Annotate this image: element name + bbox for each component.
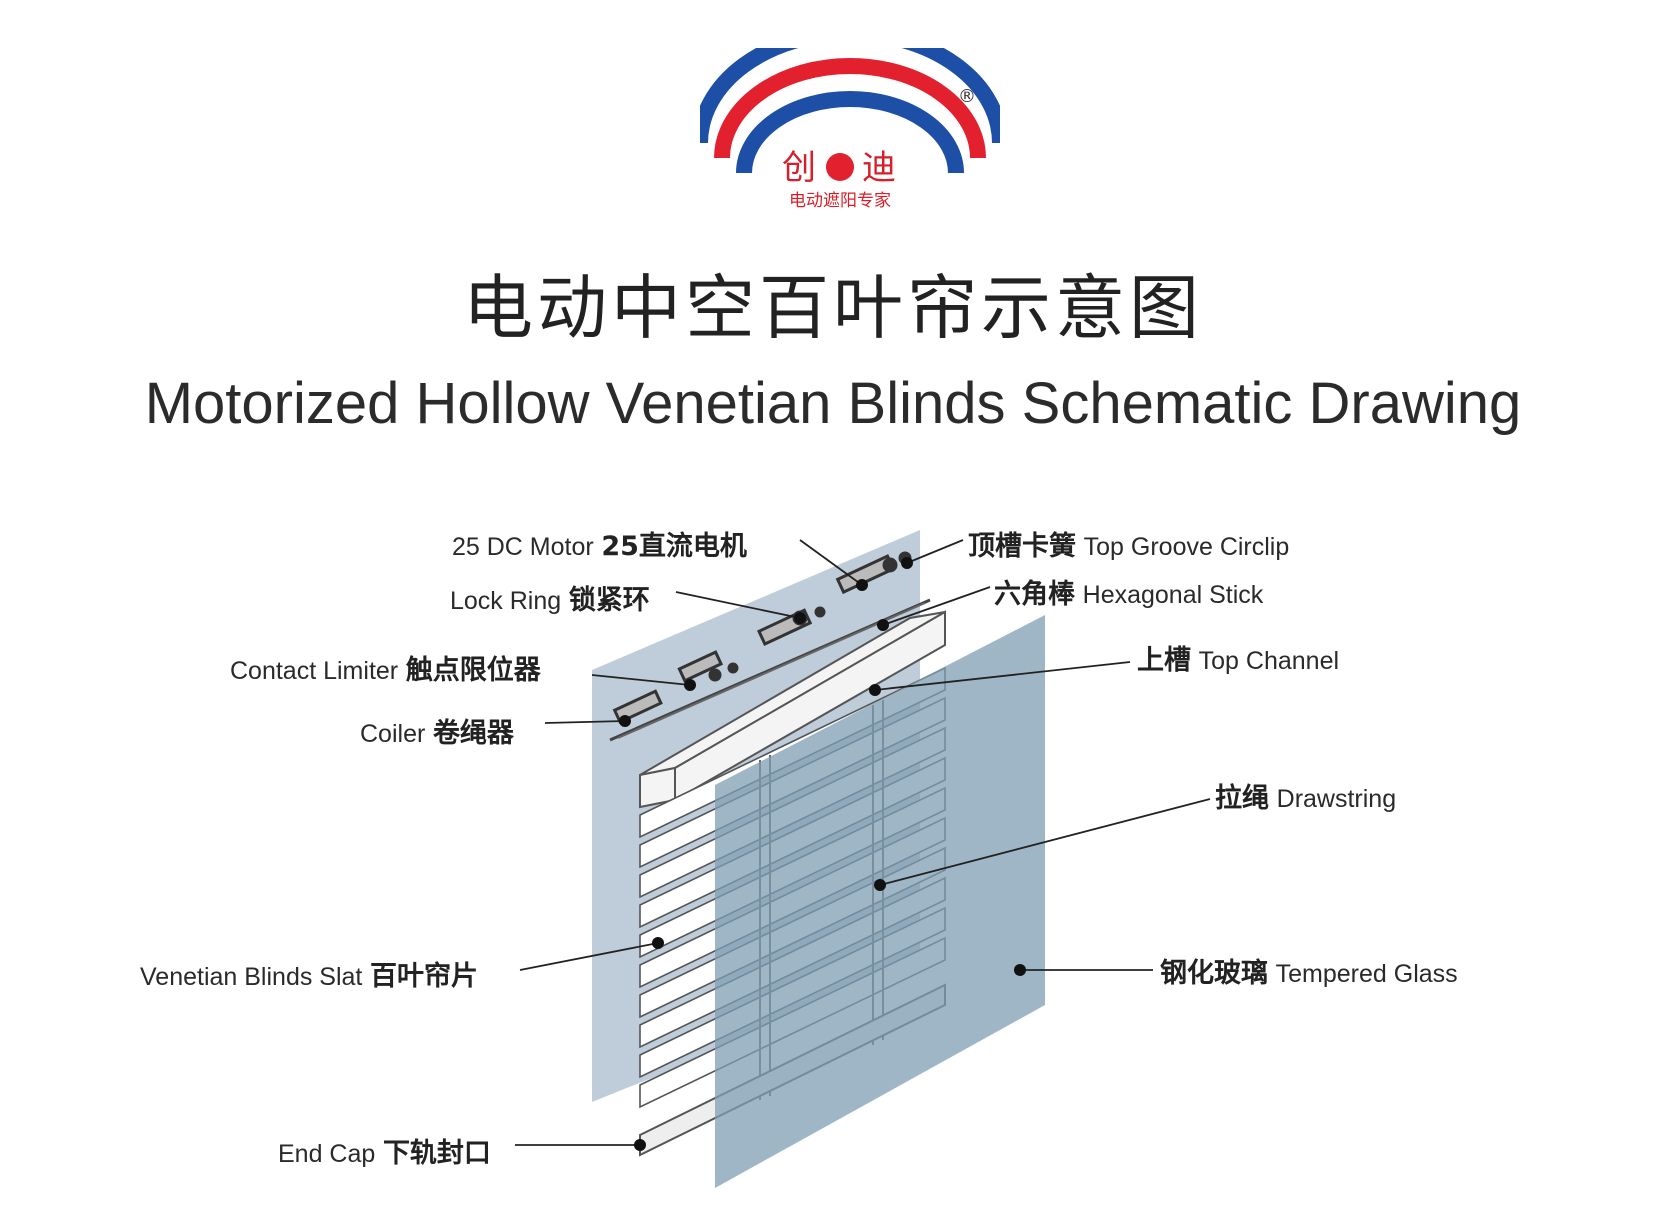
label-lock-ring: Lock Ring 锁紧环 [450,578,650,617]
label-slat: Venetian Blinds Slat 百叶帘片 [140,954,478,993]
label-contact-limiter: Contact Limiter 触点限位器 [230,648,541,687]
registered-mark: ® [958,86,976,107]
brand-tagline: 电动遮阳专家 [789,191,891,211]
label-drawstring: 拉绳 Drawstring [1215,776,1396,815]
label-end-cap-en: End Cap [278,1140,376,1168]
label-top-channel: 上槽 Top Channel [1137,638,1339,677]
label-drawstring-en: Drawstring [1276,785,1397,813]
label-hex-stick-en: Hexagonal Stick [1082,581,1264,609]
brand-logo-arcs [700,48,1000,174]
front-glass-pane [715,615,1045,1188]
label-coiler-cn: 卷绳器 [432,718,514,749]
page-title-chinese: 电动中空百叶帘示意图 [463,267,1203,349]
label-circlip: 顶槽卡簧 Top Groove Circlip [968,524,1289,563]
label-glass-en: Tempered Glass [1275,960,1458,988]
label-coiler-en: Coiler [360,720,426,748]
label-coiler: Coiler 卷绳器 [360,711,514,750]
label-end-cap: End Cap 下轨封口 [278,1131,491,1170]
top-channel [639,610,946,809]
label-motor: 25 DC Motor 25直流电机 [452,524,747,563]
label-contact-limiter-cn: 触点限位器 [405,655,541,686]
label-top-channel-cn: 上槽 [1137,645,1191,676]
label-circlip-en: Top Groove Circlip [1083,533,1290,561]
label-glass: 钢化玻璃 Tempered Glass [1160,951,1458,990]
brand-char-left: 创 [782,148,818,188]
label-motor-cn: 25直流电机 [601,531,747,562]
label-hex-stick: 六角棒 Hexagonal Stick [994,572,1263,611]
brand-name: 创迪 [760,140,920,189]
label-motor-en: 25 DC Motor [452,533,594,561]
leader-dots [619,557,1026,1151]
label-lock-ring-cn: 锁紧环 [568,585,650,616]
label-end-cap-cn: 下轨封口 [382,1138,491,1169]
label-drawstring-cn: 拉绳 [1215,783,1269,814]
motor-assembly [609,551,931,742]
label-hex-stick-cn: 六角棒 [994,579,1075,610]
leader-lines [515,539,1211,1146]
brand-char-right: 迪 [862,148,898,188]
label-contact-limiter-en: Contact Limiter [230,657,399,685]
label-circlip-cn: 顶槽卡簧 [968,531,1076,562]
label-glass-cn: 钢化玻璃 [1160,958,1268,989]
page-title-english: Motorized Hollow Venetian Blinds Schemat… [144,371,1522,436]
label-slat-en: Venetian Blinds Slat [140,963,363,991]
label-slat-cn: 百叶帘片 [370,961,479,992]
brand-dot-icon [826,153,854,181]
label-top-channel-en: Top Channel [1198,647,1340,675]
label-lock-ring-en: Lock Ring [450,587,562,615]
